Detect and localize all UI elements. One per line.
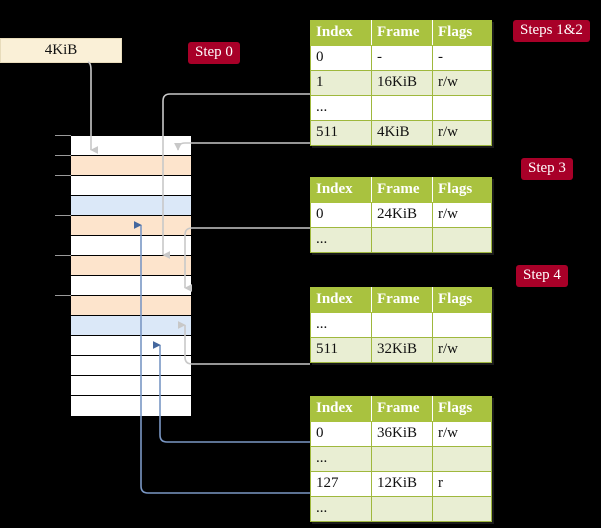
table-cell-flags: r: [432, 471, 492, 497]
table-cell-index: ...: [310, 227, 372, 253]
table-header-frame: Frame: [371, 20, 433, 46]
badge-steps-1-2: Steps 1&2: [513, 20, 590, 42]
table-cell-flags: [432, 95, 492, 121]
wire-t1-row511-to-memory: [177, 142, 310, 154]
table-cell-index: ...: [310, 95, 372, 121]
table-cell-flags: [432, 496, 492, 522]
memory-row-tick: [55, 175, 71, 176]
memory-row-tick: [55, 215, 71, 216]
table-cell-frame: 36KiB: [371, 421, 433, 447]
table-cell-flags: [432, 312, 492, 338]
badge-step-4: Step 4: [516, 265, 568, 287]
table-cell-index: ...: [310, 496, 372, 522]
memory-frame-row: [71, 216, 191, 236]
table-cell-index: 511: [310, 337, 372, 363]
table-row: ...: [310, 496, 492, 522]
memory-frame-row: [71, 196, 191, 216]
memory-frame-row: [71, 376, 191, 396]
table-cell-flags: [432, 446, 492, 472]
memory-frame-row: [71, 236, 191, 256]
table-header-index: Index: [310, 287, 372, 313]
table-cell-frame: [371, 496, 433, 522]
table-cell-flags: r/w: [432, 337, 492, 363]
table-cell-index: 127: [310, 471, 372, 497]
table-row: ...: [310, 446, 492, 472]
badge-step-3: Step 3: [521, 158, 573, 180]
source-box-4kib: 4KiB: [0, 38, 122, 63]
table-cell-index: 0: [310, 45, 372, 71]
table-header-frame: Frame: [371, 396, 433, 422]
table-cell-flags: r/w: [432, 202, 492, 228]
table-row: 0--: [310, 45, 492, 71]
table-cell-frame: 32KiB: [371, 337, 433, 363]
memory-frame-row: [71, 136, 191, 156]
memory-frame-row: [71, 336, 191, 356]
table-header-flags: Flags: [432, 20, 492, 46]
table-header-index: Index: [310, 177, 372, 203]
memory-row-tick: [55, 135, 71, 136]
table-cell-frame: 16KiB: [371, 70, 433, 96]
table-cell-index: 511: [310, 120, 372, 146]
table-header-frame: Frame: [371, 287, 433, 313]
table-cell-index: ...: [310, 446, 372, 472]
table-cell-flags: [432, 227, 492, 253]
table-cell-flags: r/w: [432, 120, 492, 146]
memory-frame-row: [71, 356, 191, 376]
table-header-flags: Flags: [432, 287, 492, 313]
table-cell-index: 0: [310, 202, 372, 228]
memory-row-tick: [55, 155, 71, 156]
table-header-index: Index: [310, 396, 372, 422]
physical-memory-column: [70, 135, 191, 416]
table-row: ...: [310, 95, 492, 121]
table-header-flags: Flags: [432, 396, 492, 422]
memory-row-tick: [55, 295, 71, 296]
memory-frame-row: [71, 256, 191, 276]
memory-row-tick: [55, 255, 71, 256]
table-cell-index: 0: [310, 421, 372, 447]
wire-t2-row0-to-memory: [184, 227, 310, 292]
table-row: ...: [310, 227, 492, 253]
memory-frame-row: [71, 176, 191, 196]
table-cell-frame: 24KiB: [371, 202, 433, 228]
table-header-frame: Frame: [371, 177, 433, 203]
table-header-index: Index: [310, 20, 372, 46]
table-header-flags: Flags: [432, 177, 492, 203]
memory-frame-row: [71, 316, 191, 336]
table-cell-frame: [371, 95, 433, 121]
table-cell-frame: 12KiB: [371, 471, 433, 497]
memory-frame-row: [71, 156, 191, 176]
memory-frame-row: [71, 296, 191, 316]
table-cell-index: 1: [310, 70, 372, 96]
table-cell-frame: [371, 312, 433, 338]
table-cell-flags: r/w: [432, 70, 492, 96]
memory-frame-row: [71, 396, 191, 416]
table-cell-index: ...: [310, 312, 372, 338]
table-cell-frame: -: [371, 45, 433, 71]
table-cell-frame: [371, 446, 433, 472]
table-cell-frame: [371, 227, 433, 253]
table-cell-frame: 4KiB: [371, 120, 433, 146]
table-cell-flags: r/w: [432, 421, 492, 447]
source-box-label: 4KiB: [44, 42, 78, 58]
memory-frame-row: [71, 276, 191, 296]
table-cell-flags: -: [432, 45, 492, 71]
badge-step-0: Step 0: [188, 42, 240, 64]
table-row: ...: [310, 312, 492, 338]
wire-t3-row511-to-memory: [178, 321, 310, 365]
